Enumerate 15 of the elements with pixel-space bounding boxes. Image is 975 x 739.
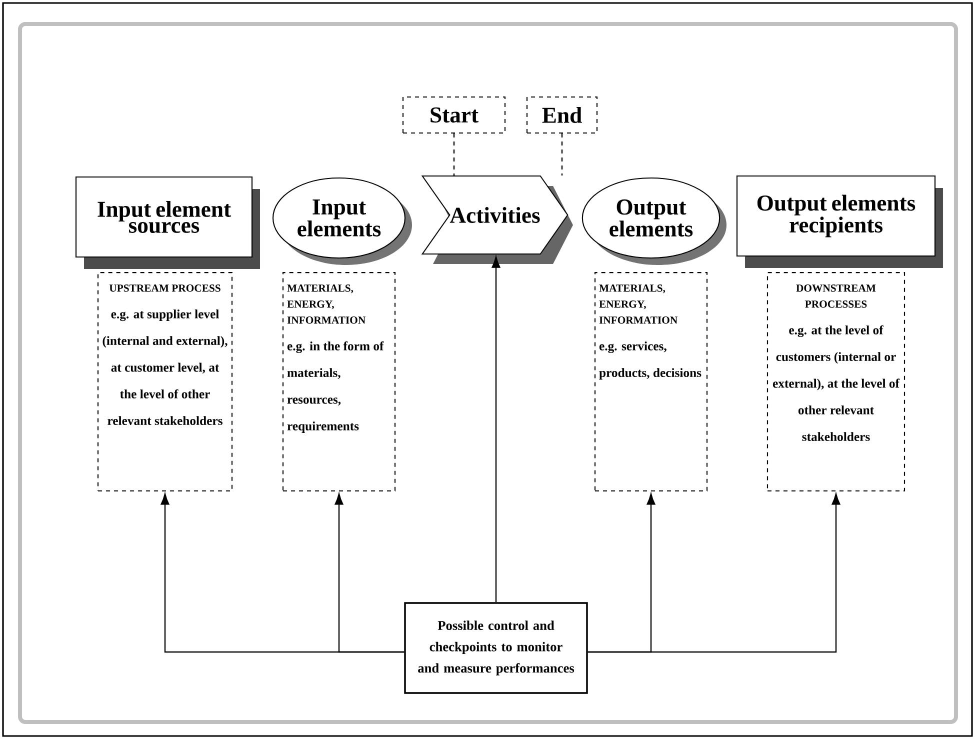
connector-line (561, 134, 563, 176)
arrow (334, 493, 404, 653)
title-box: Output elements recipients (736, 175, 943, 268)
description-box: UPSTREAM PROCESS e.g. at supplier level (internal and external), at customer level, at the level of other relevant stakeholders (97, 272, 233, 492)
title-box: Input element sources (75, 176, 260, 269)
description-box: MATERIALS, ENERGY, INFORMATION e.g. in the form of materials, resources, requirements (282, 272, 396, 492)
arrow (588, 493, 840, 653)
description-box: MATERIALS, ENERGY, INFORMATION e.g. services, products, decisions (594, 272, 708, 492)
description-box: DOWNSTREAM PROCESSES e.g. at the level of customers (internal or external), at the level of other relevant stakeholders (766, 272, 906, 492)
marker-box: End (526, 96, 598, 134)
control-box: Possible control and checkpoints to monitor and measure performances (404, 602, 588, 694)
arrow (492, 256, 500, 602)
connector-line (453, 134, 455, 176)
process-box: Activities (421, 175, 573, 264)
marker-box: Start (402, 96, 506, 134)
